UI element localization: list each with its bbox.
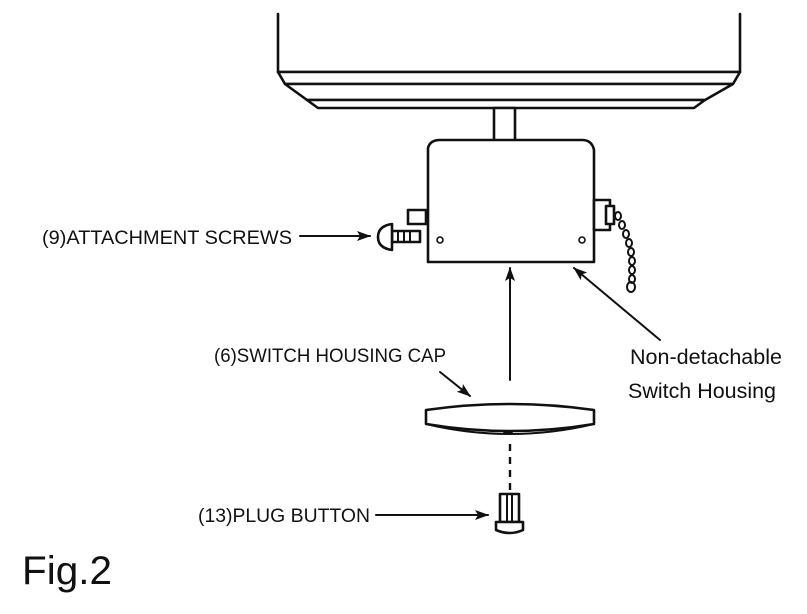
housing-screw-hole-left [436, 236, 444, 244]
housing-screw-hole-right [578, 236, 586, 244]
label-attachment-screws: (9)ATTACHMENT SCREWS [42, 228, 292, 249]
arrow-switch-housing-cap [439, 371, 471, 397]
label-plug-button: (13)PLUG BUTTON [198, 506, 370, 527]
label-non-detachable-line2: Switch Housing [628, 380, 776, 403]
pull-chain [614, 211, 636, 293]
attachment-screw [376, 222, 422, 252]
label-switch-housing-cap: (6)SWITCH HOUSING CAP [214, 346, 446, 367]
label-non-detachable-line1: Non-detachable [630, 346, 782, 369]
fan-motor-housing [276, 12, 742, 110]
plug-button [494, 492, 525, 535]
housing-tab [406, 208, 428, 226]
figure-label: Fig.2 [22, 549, 112, 593]
switch-housing [406, 138, 616, 264]
downrod-stem [492, 106, 517, 144]
arrow-non-detachable [573, 267, 661, 341]
switch-housing-cap [424, 402, 596, 435]
